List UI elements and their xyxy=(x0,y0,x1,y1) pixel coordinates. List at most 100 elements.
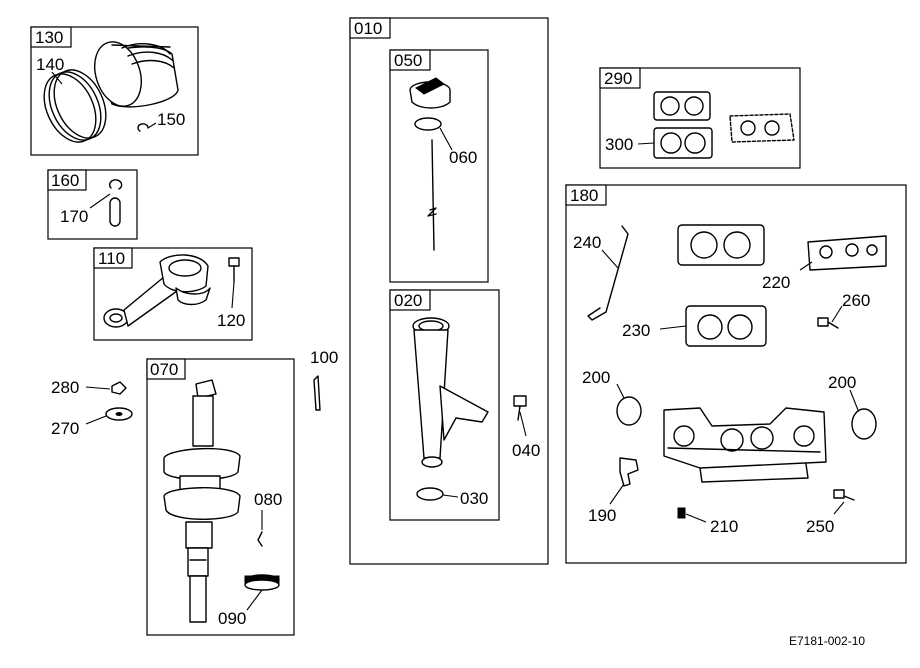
group-130-frame xyxy=(30,26,199,156)
leader-300 xyxy=(637,142,655,145)
callout-030: 030 xyxy=(460,489,488,508)
callout-200-left: 200 xyxy=(582,368,610,387)
leader-270 xyxy=(85,415,107,425)
group-290-tag xyxy=(599,67,641,89)
bolt-250-drawing xyxy=(833,489,855,501)
callout-140: 140 xyxy=(36,55,64,74)
callout-060: 060 xyxy=(449,148,477,167)
leader-030 xyxy=(442,494,459,498)
group-070-label: 070 xyxy=(150,360,178,379)
callout-230: 230 xyxy=(622,321,650,340)
nut-drawing xyxy=(111,381,127,395)
group-160: 160 170 xyxy=(47,169,138,240)
piston-rings-drawing xyxy=(43,69,107,143)
plug-210-drawing xyxy=(677,507,686,519)
callout-170: 170 xyxy=(60,207,88,226)
leader-090 xyxy=(246,589,263,611)
connecting-rod-drawing xyxy=(103,254,211,328)
group-020-label: 020 xyxy=(394,291,422,310)
leader-200-left xyxy=(616,383,625,399)
leader-140 xyxy=(51,71,63,85)
group-160-label: 160 xyxy=(51,171,79,190)
leader-060 xyxy=(439,127,453,151)
group-020-tag xyxy=(389,289,431,311)
group-010-frame xyxy=(349,17,549,565)
group-130-label: 130 xyxy=(35,28,63,47)
callout-190: 190 xyxy=(588,506,616,525)
piston-pin-clip-drawing xyxy=(137,123,149,132)
part-100: 100 xyxy=(310,348,338,411)
callout-150: 150 xyxy=(157,110,185,129)
manifold-gasket-lower-drawing xyxy=(685,305,767,347)
gasket-set-drawing xyxy=(653,91,795,159)
group-110-label: 110 xyxy=(98,249,125,268)
group-010-label: 010 xyxy=(354,19,382,38)
tube-bolt-drawing xyxy=(513,395,527,421)
intake-manifold-drawing xyxy=(663,407,827,483)
crankshaft-drawing xyxy=(163,379,241,623)
group-050: 050 060 xyxy=(389,49,489,283)
dowel-pin-drawing xyxy=(313,375,321,411)
leader-250 xyxy=(833,501,845,515)
group-010: 010 050 060 020 xyxy=(349,17,549,565)
group-070-frame xyxy=(146,358,295,636)
leader-210 xyxy=(685,513,707,523)
group-070: 070 080 090 xyxy=(146,358,295,636)
group-180-tag xyxy=(565,184,607,206)
group-180: 180 240 220 260 23 xyxy=(565,184,907,564)
callout-280: 280 xyxy=(51,378,79,397)
manifold-gasket-right-drawing xyxy=(807,235,887,271)
callout-260: 260 xyxy=(842,291,870,310)
leader-280 xyxy=(85,386,111,390)
manifold-gasket-upper-drawing xyxy=(677,224,765,266)
leader-120 xyxy=(231,281,235,309)
leader-200-right xyxy=(849,389,859,411)
group-070-tag xyxy=(146,358,186,380)
group-050-frame xyxy=(389,49,489,283)
group-110: 110 120 xyxy=(93,247,253,341)
leader-230 xyxy=(659,325,687,330)
flywheel-nut-washer-parts: 280 270 xyxy=(51,378,133,438)
piston-pin-drawing xyxy=(108,179,123,227)
callout-080: 080 xyxy=(254,490,282,509)
group-050-label: 050 xyxy=(394,51,422,70)
callout-240: 240 xyxy=(573,233,601,252)
group-290-label: 290 xyxy=(604,69,632,88)
callout-200-right: 200 xyxy=(828,373,856,392)
group-130: 130 140 150 xyxy=(30,26,199,156)
timing-gear-drawing xyxy=(244,574,280,591)
leader-240 xyxy=(601,249,619,269)
group-010-tag xyxy=(349,17,391,39)
callout-040: 040 xyxy=(512,441,540,460)
elbow-fitting-190-drawing xyxy=(619,457,639,487)
piston-drawing xyxy=(94,41,179,108)
leader-150 xyxy=(147,122,157,129)
group-110-frame xyxy=(93,247,253,341)
group-020: 020 030 xyxy=(389,289,500,521)
group-180-label: 180 xyxy=(570,186,598,205)
leader-190 xyxy=(609,483,625,505)
group-160-tag xyxy=(47,169,87,191)
breather-tube-drawing xyxy=(587,225,629,321)
callout-300: 300 xyxy=(605,135,633,154)
callout-250: 250 xyxy=(806,517,834,536)
fill-tube-oring-drawing xyxy=(416,487,444,501)
callout-270: 270 xyxy=(51,419,79,438)
group-290: 290 300 xyxy=(599,67,801,169)
callout-090: 090 xyxy=(218,609,246,628)
callout-210: 210 xyxy=(710,517,738,536)
callout-100: 100 xyxy=(310,348,338,367)
leader-170 xyxy=(89,193,111,209)
dipstick-drawing xyxy=(409,77,451,251)
group-160-frame xyxy=(47,169,138,240)
oring-200-right-drawing xyxy=(851,408,877,440)
leader-040 xyxy=(519,411,527,437)
group-020-frame xyxy=(389,289,500,521)
callout-120: 120 xyxy=(217,311,245,330)
group-290-frame xyxy=(599,67,801,169)
group-110-tag xyxy=(93,247,133,269)
dipstick-oring-drawing xyxy=(414,117,442,131)
oring-200-left-drawing xyxy=(616,396,642,426)
manifold-bolt-260-drawing xyxy=(817,317,839,329)
